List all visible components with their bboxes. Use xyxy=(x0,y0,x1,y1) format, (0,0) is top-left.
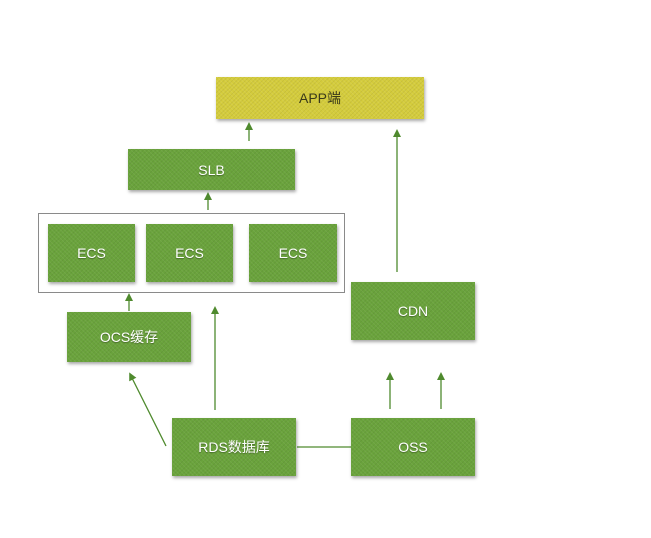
cdn-node: CDN xyxy=(351,282,475,340)
ecs-node-1-label: ECS xyxy=(77,245,106,261)
slb-node: SLB xyxy=(128,149,295,190)
ecs-node-3: ECS xyxy=(249,224,337,282)
ecs-node-1: ECS xyxy=(48,224,135,282)
rds-database-node: RDS数据库 xyxy=(172,418,296,476)
ocs-cache-node: OCS缓存 xyxy=(67,312,191,362)
arrow-rds-to-ocs xyxy=(129,372,167,447)
rds-database-node-label: RDS数据库 xyxy=(198,439,270,455)
oss-node: OSS xyxy=(351,418,475,476)
app-node-label: APP端 xyxy=(298,90,341,106)
ocs-cache-node-label: OCS缓存 xyxy=(99,329,159,345)
ecs-node-2: ECS xyxy=(146,224,233,282)
cdn-node-label: CDN xyxy=(397,303,429,319)
slb-node-label: SLB xyxy=(198,161,225,178)
ecs-node-3-label: ECS xyxy=(278,245,308,261)
oss-node-label: OSS xyxy=(398,439,428,455)
app-node: APP端 xyxy=(216,77,424,119)
ecs-node-2-label: ECS xyxy=(175,245,204,261)
ecs-group-frame xyxy=(38,213,345,293)
